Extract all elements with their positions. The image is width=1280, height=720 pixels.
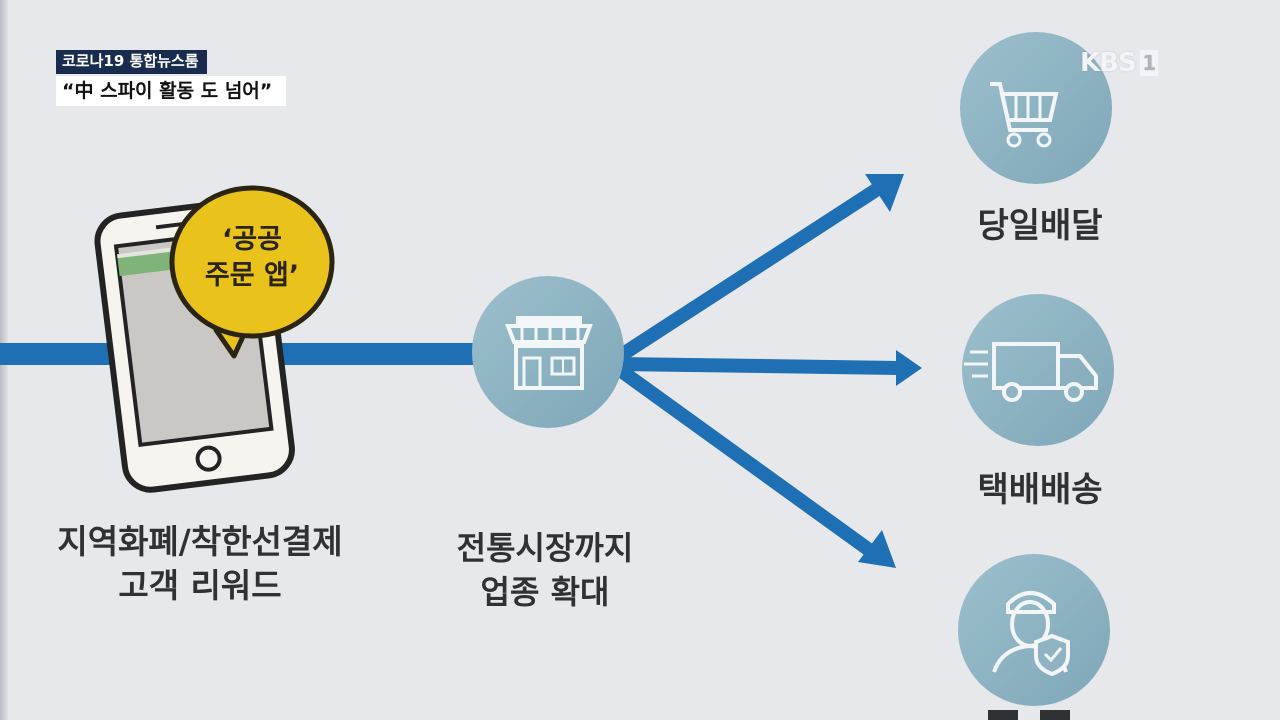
delivery-truck-icon <box>962 294 1114 446</box>
arrow-to-same-day <box>616 174 904 362</box>
logo-text: KBS <box>1080 48 1137 78</box>
bubble-text: ‘공공 주문 앱’ <box>204 224 300 291</box>
market-label: 전통시장까지 업종 확대 <box>456 529 634 611</box>
program-title: 코로나19 통합뉴스룸 <box>56 50 207 74</box>
headline: “中 스파이 활동 도 넘어” <box>56 76 286 106</box>
outcome-label-same-day: 당일배달 <box>977 206 1103 246</box>
arrow-to-third <box>615 364 896 568</box>
phone-label: 지역화폐/착한선결제 고객 리워드 <box>57 522 343 605</box>
news-caption: 코로나19 통합뉴스룸 “中 스파이 활동 도 넘어” <box>56 50 286 106</box>
logo-channel: 1 <box>1139 50 1158 76</box>
arrow-to-parcel <box>619 350 922 386</box>
storefront-icon <box>472 276 624 428</box>
speech-bubble <box>169 185 335 359</box>
outcome-label-cropped <box>960 706 1120 720</box>
worker-shield-icon <box>958 554 1110 706</box>
kbs-logo: KBS 1 <box>1080 48 1158 78</box>
outcome-label-parcel: 택배배송 <box>977 470 1103 510</box>
shopping-cart-icon <box>960 32 1112 184</box>
